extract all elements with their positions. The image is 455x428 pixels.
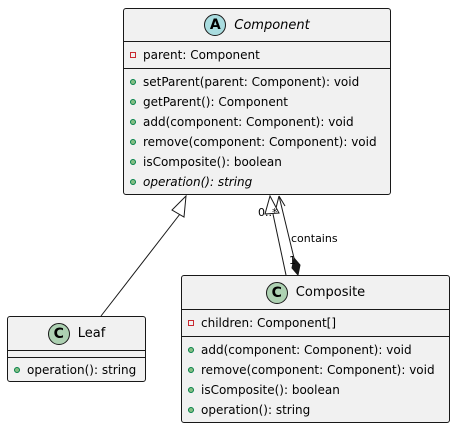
method-text: getParent(): Component <box>143 95 289 109</box>
method-row: add(component: Component): void <box>130 112 390 132</box>
class-badge-icon: C <box>265 281 288 304</box>
private-visibility-icon <box>188 320 194 326</box>
private-visibility-icon <box>130 52 136 58</box>
method-row: setParent(parent: Component): void <box>130 72 390 92</box>
component-methods: setParent(parent: Component): void getPa… <box>124 69 390 195</box>
public-visibility-icon <box>130 139 136 145</box>
leaf-class-header: C Leaf <box>8 317 145 351</box>
composite-fields: children: Component[] <box>182 310 449 337</box>
public-visibility-icon <box>130 79 136 85</box>
method-row: operation(): string <box>188 400 449 420</box>
composite-class-header: C Composite <box>182 276 449 310</box>
composite-class[interactable]: C Composite children: Component[] add(co… <box>181 275 450 423</box>
public-visibility-icon <box>188 387 194 393</box>
field-text: children: Component[] <box>201 316 337 330</box>
leaf-class-name: Leaf <box>77 326 106 341</box>
leaf-generalization-edge <box>100 194 187 317</box>
abstract-class-badge-icon: A <box>204 14 227 36</box>
leaf-class[interactable]: C Leaf operation(): string <box>7 316 146 382</box>
method-text: add(component: Component): void <box>143 115 354 129</box>
method-row: remove(component: Component): void <box>130 132 390 152</box>
composite-class-name: Composite <box>295 285 366 300</box>
class-badge-icon: C <box>47 322 70 345</box>
method-row: getParent(): Component <box>130 92 390 112</box>
abstract-method-row: operation(): string <box>130 172 390 192</box>
public-visibility-icon <box>130 179 136 185</box>
method-text: remove(component: Component): void <box>143 135 377 149</box>
method-text: operation(): string <box>143 175 253 189</box>
public-visibility-icon <box>130 99 136 105</box>
method-text: setParent(parent: Component): void <box>143 75 360 89</box>
component-class-name: Component <box>234 17 310 33</box>
method-text: add(component: Component): void <box>201 343 412 357</box>
composition-source-multiplicity: 0..* <box>258 206 278 219</box>
public-visibility-icon <box>188 407 194 413</box>
method-row: isComposite(): boolean <box>188 380 449 400</box>
component-class-header: A Component <box>124 9 390 42</box>
public-visibility-icon <box>188 347 194 353</box>
composite-generalization-edge <box>264 194 287 276</box>
method-text: operation(): string <box>201 403 311 417</box>
method-text: isComposite(): boolean <box>143 155 282 169</box>
field-row: children: Component[] <box>188 313 449 333</box>
public-visibility-icon <box>14 367 20 373</box>
leaf-methods: operation(): string <box>8 358 145 382</box>
method-text: remove(component: Component): void <box>201 363 435 377</box>
composite-methods: add(component: Component): void remove(c… <box>182 337 449 423</box>
method-text: operation(): string <box>27 363 137 377</box>
field-row: parent: Component <box>130 45 390 65</box>
public-visibility-icon <box>130 159 136 165</box>
composition-label: contains <box>291 232 338 245</box>
composition-edge: contains 0..* 1 <box>258 195 338 277</box>
method-row: isComposite(): boolean <box>130 152 390 172</box>
method-row: operation(): string <box>14 360 145 380</box>
leaf-fields <box>8 351 145 358</box>
field-text: parent: Component <box>143 48 260 62</box>
method-row: add(component: Component): void <box>188 340 449 360</box>
method-text: isComposite(): boolean <box>201 383 340 397</box>
component-fields: parent: Component <box>124 42 390 69</box>
component-class[interactable]: A Component parent: Component setParent(… <box>123 8 391 195</box>
public-visibility-icon <box>188 367 194 373</box>
composition-target-multiplicity: 1 <box>289 254 296 267</box>
public-visibility-icon <box>130 119 136 125</box>
method-row: remove(component: Component): void <box>188 360 449 380</box>
